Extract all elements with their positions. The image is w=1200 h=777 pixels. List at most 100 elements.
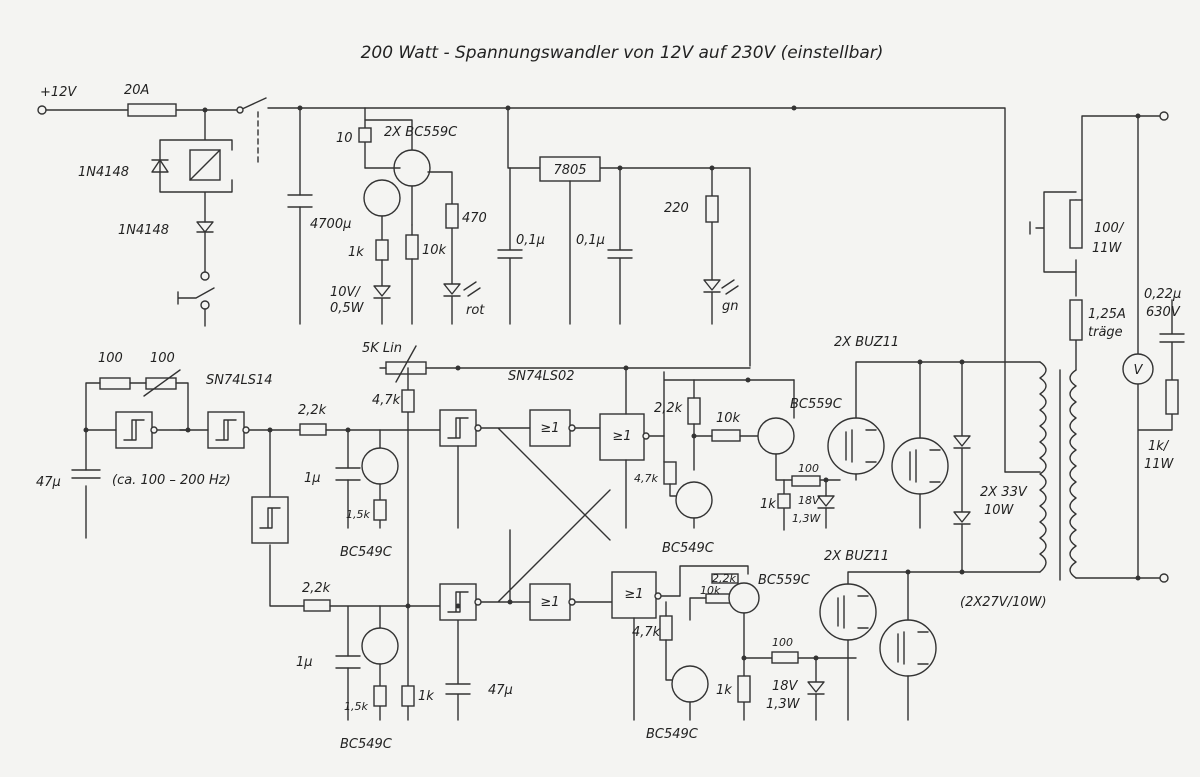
voltmeter-label: V	[1134, 363, 1144, 378]
fuse-20a-label: 20A	[124, 83, 149, 98]
gate-section: SN74LS02 ≥1 ≥1 ≥1 ≥1	[439, 367, 681, 721]
pushbutton-contact-bottom	[200, 300, 210, 310]
r-15k-bottom-label: 1,5k	[344, 700, 368, 713]
driver-bottom-r1k-label: 1k	[716, 683, 732, 698]
diode-bottom-label: 1N4148	[118, 223, 169, 238]
transformer-secondary	[1069, 369, 1077, 579]
voltmeter	[1122, 353, 1154, 385]
driver-bottom-r22k-label: 2,2k	[712, 572, 736, 585]
mosfets-top-wiring	[855, 361, 1041, 529]
pot-wiper	[395, 345, 417, 383]
delay-top-wiring	[325, 429, 441, 529]
bc559c-driver-bottom	[728, 582, 760, 614]
transformer-primary	[1039, 361, 1047, 573]
nor-gate-1	[529, 409, 571, 447]
r-1k-label: 1k	[348, 245, 364, 260]
junction-dots	[83, 105, 1141, 661]
supply-section: +12V 20A 1N4148 1N4148	[37, 83, 1006, 473]
driver-bottom-wiring	[679, 565, 749, 597]
driver-top-wiring	[663, 371, 795, 437]
gate-4-bubble	[474, 424, 482, 432]
resistor-1k-driver-top	[777, 493, 791, 509]
resistor-100	[99, 377, 131, 390]
gate-5-bubble	[474, 598, 482, 606]
zener-power-label: 0,5W	[330, 301, 365, 316]
r-10k-label: 10k	[422, 243, 447, 258]
main-switch-contact	[236, 106, 244, 114]
fuse-20a	[127, 103, 177, 117]
ic-7805	[539, 156, 601, 182]
plus12v-label: +12V	[40, 85, 77, 100]
zener-18v-driver-bottom	[807, 657, 825, 721]
transistor-pair-label: 2X BC559C	[384, 125, 458, 140]
relay-coil-mark	[189, 149, 221, 181]
resistor-10k-driver-top	[711, 429, 741, 442]
driver-top-zener-power-label: 1,3W	[792, 512, 821, 525]
resistor-470	[445, 203, 459, 229]
resistor-1-5k-bottom	[373, 685, 387, 707]
nor-gate-4-bubble	[654, 592, 662, 600]
resistor-4-7k-driver-bottom	[659, 615, 673, 641]
driver-bottom-qnpn-label: BC549C	[646, 727, 699, 742]
schmitt-gate-5	[439, 583, 477, 621]
gate-4-wiring	[457, 427, 611, 541]
mosfets-top-label: 2X BUZ11	[834, 335, 899, 350]
r-47k-label: 4,7k	[372, 393, 401, 408]
nor-gate-3-label: ≥1	[540, 595, 559, 610]
led-green-chain	[703, 167, 721, 325]
cap-in-label: 0,1µ	[516, 233, 545, 248]
driver-top-gate-wiring	[783, 479, 841, 531]
driver-top-r47k-label: 4,7k	[634, 472, 658, 485]
ic-7805-label: 7805	[553, 163, 586, 178]
driver-bottom-r100-label: 100	[772, 636, 793, 649]
r-100-output-label: 100/	[1094, 221, 1125, 236]
cap-timing-label: 47µ	[36, 475, 61, 490]
regulator-section: 4700µ 10 2X BC559C 1k 10V/ 0,5W 10k 470 …	[287, 107, 751, 367]
output-terminal-top	[1159, 111, 1169, 121]
nor-gate-1-bubble	[568, 424, 576, 432]
pushbutton[interactable]	[177, 287, 215, 305]
driver-top-r22k-label: 2,2k	[654, 401, 683, 416]
driver-bottom-qpnp-label: BC559C	[758, 573, 811, 588]
cap-47u-bottom	[445, 605, 471, 721]
main-switch	[239, 97, 267, 111]
nor-gate-4-wiring	[633, 595, 681, 721]
plus12v-terminal	[37, 105, 47, 115]
secondary-wiring	[1075, 115, 1161, 579]
bc549c-driver-bottom	[671, 665, 709, 703]
buz11-top-a-symbol	[845, 429, 877, 463]
bc559c-driver-bottom-wiring	[743, 612, 857, 721]
bypass-switch[interactable]	[1029, 191, 1077, 273]
clamp-zeners	[953, 361, 971, 573]
cap-1u-bottom	[335, 655, 361, 669]
driver-top-section: 2,2k 10k 4,7k BC549C BC559C 100 1k 18V 1…	[634, 335, 1041, 556]
resistor-2-2k-top	[299, 423, 327, 436]
buz11-bottom-b-symbol	[897, 631, 929, 665]
cap-in	[497, 167, 523, 325]
pot-wiring	[379, 367, 751, 721]
schmitt-gate-3	[251, 496, 289, 544]
nor-gate-1-label: ≥1	[540, 421, 559, 436]
bc549c-top	[361, 447, 399, 485]
cap-4700u	[287, 194, 313, 208]
driver-bottom-zener-label: 18V	[772, 679, 799, 694]
driver-top-r1k-label: 1k	[760, 497, 776, 512]
mosfets-bottom-label: 2X BUZ11	[824, 549, 889, 564]
output-terminal-bottom	[1159, 573, 1169, 583]
resistor-100-11w	[1069, 199, 1083, 249]
buz11-bottom-a-symbol	[837, 595, 869, 629]
transistor-wiring	[364, 119, 413, 241]
schmitt-gate-3-symbol	[259, 507, 281, 529]
schmitt-gate-5-symbol	[447, 591, 469, 613]
cap-bulk-label: 4700µ	[310, 217, 351, 232]
schematic-title: 200 Watt - Spannungswandler von 12V auf …	[361, 43, 884, 63]
r-1k-bottom-label: 1k	[418, 689, 434, 704]
nor-gate-2-wiring	[625, 367, 665, 529]
diode-1n4148-bottom	[196, 221, 214, 273]
schmitt-gate-1	[115, 411, 153, 449]
led-red-label: rot	[466, 303, 485, 318]
resistor-100-driver-top	[791, 475, 821, 487]
schmitt-gate-4	[439, 409, 477, 447]
nor-gate-2	[599, 413, 645, 461]
